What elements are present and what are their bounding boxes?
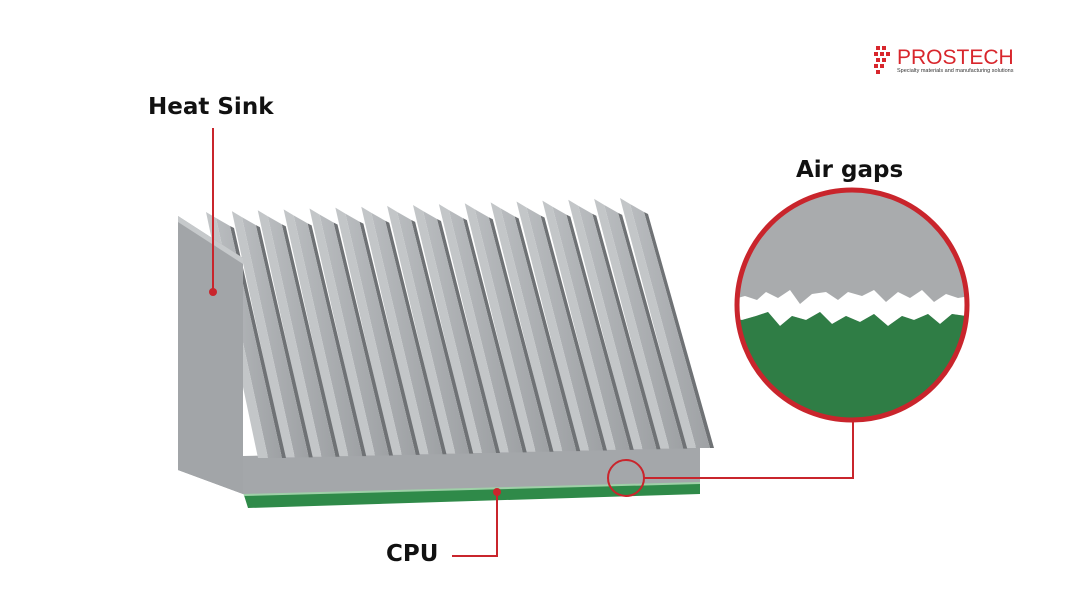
fin-front bbox=[526, 207, 603, 451]
heat-sink-callout-line bbox=[209, 128, 217, 296]
fin-side bbox=[464, 203, 536, 452]
logo-name: PROSTECH bbox=[897, 46, 1014, 69]
fin-front bbox=[267, 216, 336, 457]
heat-sink-front-face bbox=[178, 216, 243, 494]
fin-side bbox=[594, 198, 670, 449]
fin-side bbox=[387, 205, 456, 454]
fin-shadow bbox=[255, 225, 313, 458]
cpu-label: CPU bbox=[386, 541, 439, 567]
fin-side bbox=[568, 199, 643, 450]
fin-front bbox=[474, 209, 550, 452]
cpu-surface bbox=[737, 312, 967, 420]
fin-shadow bbox=[437, 219, 500, 453]
fin-side bbox=[231, 211, 295, 458]
fin-front bbox=[423, 211, 496, 453]
fin-front bbox=[604, 204, 684, 449]
fin-shadow bbox=[566, 214, 634, 450]
fin-shadow bbox=[385, 220, 447, 455]
fin-front bbox=[397, 211, 470, 454]
fin-side bbox=[413, 205, 482, 453]
air-gaps-label: Air gaps bbox=[796, 157, 904, 183]
magnified-interface-view bbox=[734, 187, 970, 423]
fin-shadow bbox=[514, 216, 581, 452]
cpu-callout-line bbox=[452, 488, 501, 557]
fin-side bbox=[309, 208, 375, 456]
fin-side bbox=[542, 200, 616, 450]
fin-side bbox=[335, 207, 402, 455]
fin-shadow bbox=[281, 224, 340, 457]
prostech-logo: PROSTECH Specialty materials and manufac… bbox=[872, 44, 1022, 78]
fin-front bbox=[345, 213, 416, 455]
fin-shadow bbox=[230, 226, 286, 458]
fin-shadow bbox=[644, 212, 714, 448]
fin-front bbox=[293, 215, 363, 457]
air-gap-callout bbox=[607, 420, 854, 497]
fin-side bbox=[620, 198, 696, 448]
fin-front bbox=[630, 204, 710, 448]
fin-front bbox=[552, 206, 630, 450]
fin-shadow bbox=[333, 222, 393, 456]
fin-front bbox=[448, 210, 523, 453]
fin-side bbox=[257, 210, 322, 457]
fin-shadow bbox=[488, 217, 554, 452]
fin-side bbox=[283, 209, 349, 457]
prostech-logo-mark-icon bbox=[874, 46, 890, 74]
fin-side bbox=[490, 202, 563, 452]
fin-front bbox=[319, 214, 389, 456]
air-gap bbox=[737, 290, 967, 326]
fin-shadow bbox=[359, 221, 420, 455]
fin-shadow bbox=[540, 215, 607, 451]
fin-front bbox=[578, 205, 657, 450]
fin-front bbox=[241, 217, 309, 458]
fin-front bbox=[371, 212, 443, 455]
fin-shadow bbox=[411, 219, 474, 454]
fin-shadow bbox=[462, 218, 527, 453]
fin-shadow bbox=[307, 223, 367, 457]
fin-shadow bbox=[618, 212, 688, 449]
heat-sink-label: Heat Sink bbox=[148, 94, 274, 120]
logo-tagline: Specialty materials and manufacturing so… bbox=[897, 68, 1014, 74]
fin-side bbox=[361, 206, 429, 455]
fin-shadow bbox=[592, 213, 661, 450]
fin-side bbox=[516, 201, 589, 451]
fin-front bbox=[500, 208, 577, 452]
heat-sink-fins bbox=[206, 198, 714, 458]
fin-side bbox=[438, 204, 509, 453]
